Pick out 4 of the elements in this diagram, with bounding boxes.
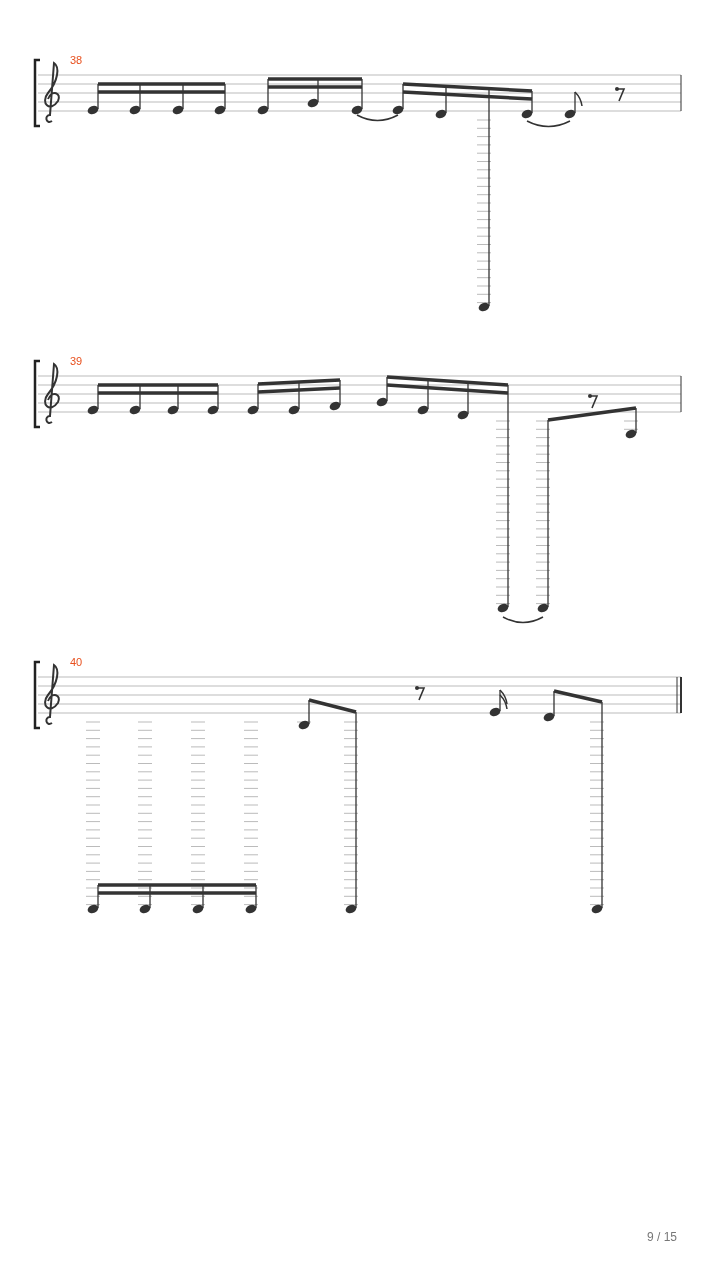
measure-number: 39: [70, 355, 83, 367]
measure-number: 38: [70, 54, 83, 66]
page-number: 9 / 15: [647, 1230, 678, 1244]
measure-number: 40: [70, 656, 83, 668]
